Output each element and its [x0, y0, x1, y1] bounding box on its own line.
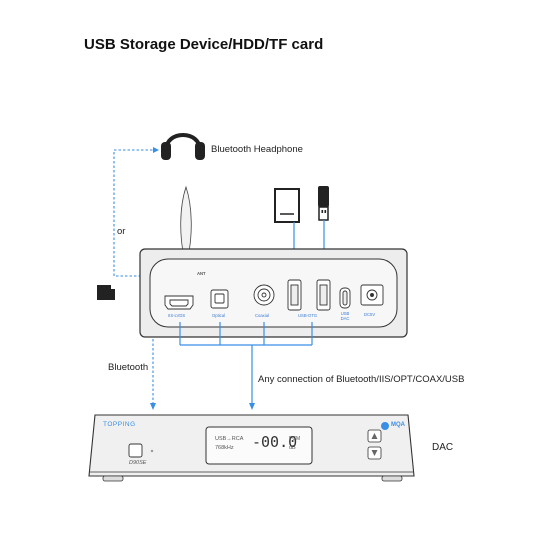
display-source: USB→RCA	[215, 436, 244, 442]
mqa-badge-icon	[381, 422, 389, 430]
dac-label: DAC	[432, 442, 454, 453]
connection-bracket	[179, 322, 313, 405]
dac-nav-buttons	[367, 429, 382, 460]
headphone-icon	[161, 133, 205, 160]
connection-arrowhead	[249, 403, 255, 410]
display-rate: 768kHz	[215, 445, 234, 451]
usb-stick-icon	[318, 186, 329, 221]
page-title: USB Storage Device/HDD/TF card	[84, 36, 324, 53]
tf-card-icon	[97, 285, 115, 300]
port-label-dc5v: DC5V	[364, 312, 376, 317]
display-unit: dB	[289, 445, 296, 451]
dac-model: D90SE	[129, 460, 147, 466]
port-label-iis: IIS-LVDS	[168, 313, 186, 318]
port-label-usb-otg: USB-OTG	[298, 313, 318, 318]
dac-power-button	[128, 443, 154, 458]
display-format: PCM	[289, 436, 301, 442]
mqa-label: MQA	[391, 422, 405, 428]
port-label-optical: Optical	[212, 313, 226, 318]
display-volume: -00.0	[252, 433, 298, 451]
or-label: or	[117, 226, 126, 237]
port-label-coaxial: Coaxial	[255, 313, 269, 318]
bluetooth-arrowheads	[150, 147, 159, 410]
port-label-usb-dac: USB DAC	[340, 311, 350, 321]
bluetooth-headphone-label: Bluetooth Headphone	[211, 144, 303, 155]
ant-label: ANT	[197, 271, 206, 276]
transport-ports	[164, 279, 384, 311]
bluetooth-label: Bluetooth	[108, 362, 149, 373]
dac-display	[205, 426, 313, 465]
any-connection-label: Any connection of Bluetooth/IIS/OPT/COAX…	[258, 374, 465, 385]
hdd-icon	[274, 188, 300, 223]
dac-brand: TOPPING	[103, 421, 136, 428]
